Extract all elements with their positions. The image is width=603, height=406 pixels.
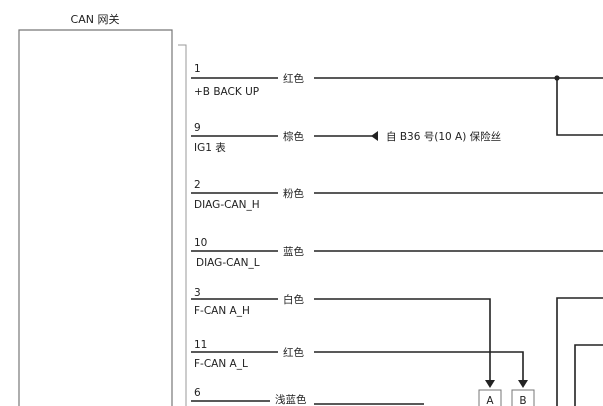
pin-9-wire-color: 棕色 <box>283 130 304 143</box>
fuse-arrow-icon <box>371 131 378 141</box>
pin-3-wire-color: 白色 <box>283 293 304 306</box>
fuse-source-label: 自 B36 号(10 A) 保险丝 <box>386 130 501 143</box>
module-box <box>18 29 173 406</box>
connector-b-label: B <box>519 395 526 406</box>
connector-b-box <box>511 389 535 406</box>
pin-2-wire-color: 粉色 <box>283 187 304 200</box>
pin-11-arrow-icon <box>518 380 528 388</box>
module-bracket <box>178 44 187 406</box>
pin-11-number: 11 <box>194 339 207 351</box>
pin-1-wire-color: 红色 <box>283 72 304 85</box>
pin-10-label: DIAG-CAN_L <box>196 257 260 269</box>
pin-2-number: 2 <box>194 179 201 191</box>
pin-11-wire <box>314 351 524 380</box>
pin-6-number: 6 <box>194 387 201 399</box>
pin-1-number: 1 <box>194 63 201 75</box>
pin-2-label: DIAG-CAN_H <box>194 199 260 211</box>
connector-a-label: A <box>486 395 494 406</box>
pin-3-label: F-CAN A_H <box>194 305 250 317</box>
pin-1-branch-wire <box>556 78 603 136</box>
right-box-inner <box>574 344 603 406</box>
pin-3-wire <box>314 298 491 380</box>
pin-11-label: F-CAN A_L <box>194 358 248 370</box>
pin-3-arrow-icon <box>485 380 495 388</box>
pin-9-number: 9 <box>194 122 201 134</box>
pin-9-label: IG1 表 <box>194 141 226 154</box>
pin-10-number: 10 <box>194 237 207 249</box>
pin-1-label: +B BACK UP <box>194 86 259 98</box>
pin-10-wire-color: 蓝色 <box>283 245 304 258</box>
connector-a-box <box>478 389 502 406</box>
pin-6-wire-color: 浅蓝色 <box>275 393 307 406</box>
module-title: CAN 网关 <box>71 12 120 26</box>
pin-3-number: 3 <box>194 287 201 299</box>
right-box-outer <box>556 297 603 406</box>
pin-11-wire-color: 红色 <box>283 346 304 359</box>
